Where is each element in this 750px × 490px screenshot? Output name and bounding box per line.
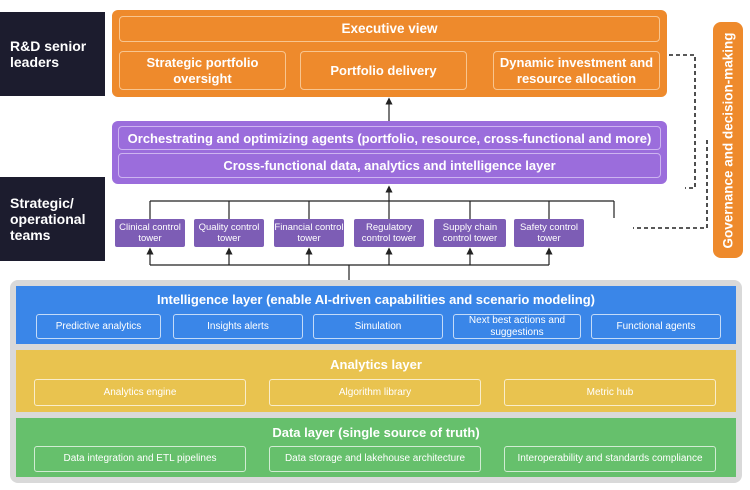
analytics-layer: Analytics layer Analytics engine Algorit… bbox=[16, 350, 736, 412]
label-strategic-operational-teams-text: Strategic/ operational teams bbox=[10, 194, 86, 244]
chip-label: Next best actions and suggestions bbox=[468, 315, 566, 338]
data-layer-title-text: Data layer (single source of truth) bbox=[272, 424, 480, 440]
exec-item-dynamic-investment: Dynamic investment and resource allocati… bbox=[493, 51, 660, 90]
analytics-layer-title-text: Analytics layer bbox=[330, 356, 422, 372]
chip-metric-hub: Metric hub bbox=[504, 379, 716, 406]
intelligence-layer-title: Intelligence layer (enable AI-driven cap… bbox=[16, 289, 736, 309]
chip-data-integration: Data integration and ETL pipelines bbox=[34, 446, 246, 472]
label-rd-senior-leaders-text: R&D senior leaders bbox=[10, 37, 87, 70]
tower-regulatory: Regulatory control tower bbox=[354, 219, 424, 247]
chip-label: Data storage and lakehouse architecture bbox=[284, 453, 466, 465]
tower-label: Clinical control tower bbox=[119, 221, 181, 244]
exec-item-text: Portfolio delivery bbox=[330, 62, 437, 78]
chip-label: Insights alerts bbox=[207, 320, 269, 332]
label-rd-senior-leaders: R&D senior leaders bbox=[0, 12, 105, 96]
tower-financial: Financial control tower bbox=[274, 219, 344, 247]
chip-data-storage: Data storage and lakehouse architecture bbox=[269, 446, 481, 472]
tower-clinical: Clinical control tower bbox=[115, 219, 185, 247]
chip-interoperability: Interoperability and standards complianc… bbox=[504, 446, 716, 472]
data-layer: Data layer (single source of truth) Data… bbox=[16, 418, 736, 477]
chip-predictive-analytics: Predictive analytics bbox=[36, 314, 161, 339]
tower-label: Financial control tower bbox=[274, 221, 344, 244]
exec-item-strategic-portfolio-oversight: Strategic portfolio oversight bbox=[119, 51, 286, 90]
exec-item-text: Strategic portfolio oversight bbox=[146, 54, 259, 86]
chip-next-best-actions: Next best actions and suggestions bbox=[453, 314, 581, 339]
exec-item-portfolio-delivery: Portfolio delivery bbox=[300, 51, 467, 90]
tower-supply-chain: Supply chain control tower bbox=[434, 219, 506, 247]
chip-label: Interoperability and standards complianc… bbox=[517, 453, 703, 465]
governance-decision-making-bar: Governance and decision-making bbox=[713, 22, 743, 258]
tower-label: Supply chain control tower bbox=[442, 221, 498, 244]
governance-dashed-top bbox=[669, 54, 696, 189]
data-layer-title: Data layer (single source of truth) bbox=[16, 422, 736, 442]
executive-view-title-text: Executive view bbox=[341, 20, 438, 36]
chip-label: Algorithm library bbox=[338, 386, 412, 398]
chip-label: Metric hub bbox=[586, 386, 634, 398]
tower-safety: Safety control tower bbox=[514, 219, 584, 247]
chip-functional-agents: Functional agents bbox=[591, 314, 721, 339]
executive-view-panel: Executive view Strategic portfolio overs… bbox=[112, 10, 667, 97]
chip-label: Analytics engine bbox=[103, 386, 177, 398]
platform-container: Intelligence layer (enable AI-driven cap… bbox=[10, 280, 742, 483]
chip-label: Functional agents bbox=[616, 320, 696, 332]
orchestrating-agents-box: Orchestrating and optimizing agents (por… bbox=[118, 126, 661, 150]
chip-algorithm-library: Algorithm library bbox=[269, 379, 481, 406]
intelligence-layer-title-text: Intelligence layer (enable AI-driven cap… bbox=[156, 291, 596, 307]
tower-label: Safety control tower bbox=[519, 221, 579, 244]
tower-quality: Quality control tower bbox=[194, 219, 264, 247]
exec-item-text: Dynamic investment and resource allocati… bbox=[499, 54, 654, 86]
intelligence-layer: Intelligence layer (enable AI-driven cap… bbox=[16, 286, 736, 344]
chip-insights-alerts: Insights alerts bbox=[173, 314, 303, 339]
tower-label: Regulatory control tower bbox=[361, 221, 417, 244]
chip-label: Simulation bbox=[354, 320, 402, 332]
chip-analytics-engine: Analytics engine bbox=[34, 379, 246, 406]
chip-simulation: Simulation bbox=[313, 314, 443, 339]
cross-functional-layer-text: Cross-functional data, analytics and int… bbox=[223, 158, 556, 173]
governance-dashed-bottom bbox=[633, 140, 708, 229]
executive-view-title: Executive view bbox=[119, 16, 660, 42]
analytics-layer-title: Analytics layer bbox=[16, 354, 736, 374]
tower-label: Quality control tower bbox=[198, 221, 260, 244]
cross-functional-layer-box: Cross-functional data, analytics and int… bbox=[118, 153, 661, 178]
orchestration-panel: Orchestrating and optimizing agents (por… bbox=[112, 121, 667, 184]
orchestrating-agents-text: Orchestrating and optimizing agents (por… bbox=[127, 130, 652, 146]
chip-label: Predictive analytics bbox=[55, 320, 142, 332]
label-strategic-operational-teams: Strategic/ operational teams bbox=[0, 177, 105, 261]
chip-label: Data integration and ETL pipelines bbox=[63, 453, 217, 465]
